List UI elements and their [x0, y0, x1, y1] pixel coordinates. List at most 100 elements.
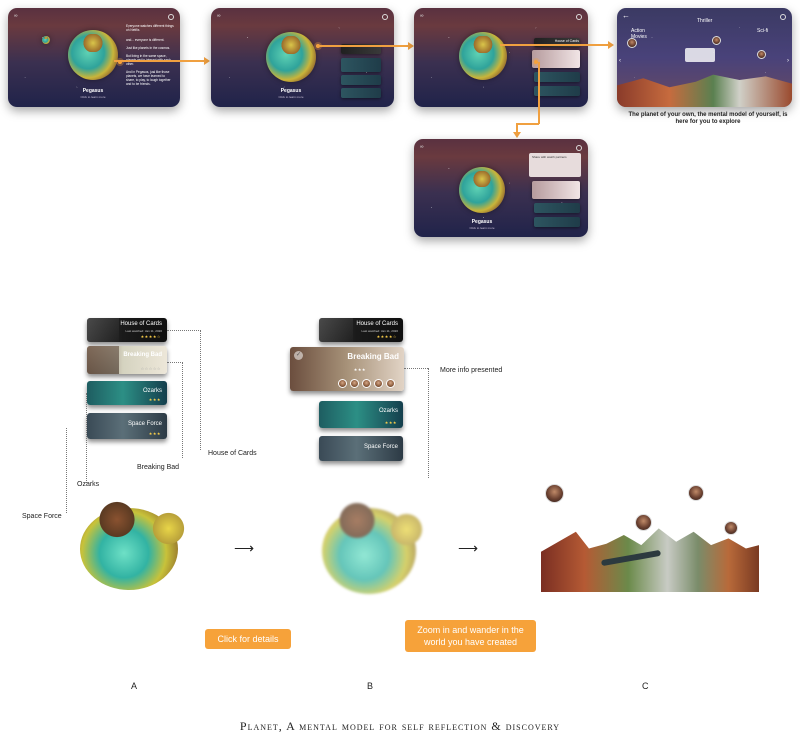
hotspot-dot[interactable] [534, 60, 538, 64]
planet-illustration-b[interactable] [322, 501, 426, 594]
flow-screen-2[interactable]: ∞ Pegasus Click to learn more [211, 8, 394, 107]
chevron-right-icon[interactable]: › [787, 58, 789, 64]
card-breaking-bad-expanded[interactable]: ✓ Breaking Bad ★★★ [290, 347, 404, 391]
avatar[interactable] [545, 484, 564, 503]
arrow-head [408, 42, 414, 50]
card-title: House of Cards [554, 39, 580, 43]
landscape [617, 74, 792, 107]
flow-screen-4[interactable]: ← Action Movies Thriller Sci-fi ‹ › [617, 8, 792, 107]
show-card-ozarks[interactable] [534, 72, 580, 82]
rating-stars: ★★★ [353, 367, 366, 372]
connector [200, 330, 201, 450]
settings-icon[interactable] [576, 14, 582, 20]
planet[interactable] [68, 30, 118, 80]
share-panel-title: Share with watch partners [532, 155, 567, 159]
show-thumbnail [87, 346, 119, 374]
genre-label-thriller: Thriller [697, 18, 713, 24]
friend-avatar[interactable] [362, 379, 371, 388]
settings-icon[interactable] [382, 14, 388, 20]
genre-label-action: Action Movies [631, 28, 647, 40]
card-ozarks-b[interactable]: Ozarks ★★★ [319, 401, 403, 428]
friend-avatar[interactable] [374, 379, 383, 388]
section-letter-a: A [131, 681, 138, 691]
avatar[interactable] [627, 38, 637, 48]
show-card-space-force[interactable] [534, 217, 580, 227]
show-thumbnail [87, 318, 119, 342]
arrow-head [513, 132, 521, 138]
rating-stars: ★★★ [148, 397, 161, 402]
section-letter-c: C [642, 681, 649, 691]
show-card-space-force[interactable] [341, 88, 381, 98]
avatar[interactable] [712, 36, 721, 45]
card-title: Space Force [363, 444, 398, 450]
card-house-of-cards-b[interactable]: House of Cards Last watched: Jan 11, 202… [319, 318, 403, 342]
card-subtitle: Last watched: Jan 11, 2020 [361, 329, 398, 333]
click-for-details-button[interactable]: Click for details [205, 629, 291, 649]
settings-icon[interactable] [576, 145, 582, 151]
flow-arrow [538, 62, 540, 124]
planet[interactable] [459, 167, 505, 213]
share-panel[interactable]: Share with watch partners [529, 153, 581, 177]
section-letter-b: B [367, 681, 374, 691]
flow-arrow [516, 123, 518, 133]
avatar[interactable] [688, 485, 704, 501]
binoculars-icon: ∞ [217, 13, 221, 19]
planet-illustration-a[interactable] [80, 501, 188, 590]
card-space-force-b[interactable]: Space Force [319, 436, 403, 461]
planet-subtitle: Click to learn more [469, 226, 495, 230]
flow-screen-5[interactable]: ∞ Pegasus Click to learn more Share with… [414, 139, 588, 237]
avatar[interactable] [724, 521, 738, 535]
card-title: House of Cards [356, 321, 398, 327]
flow-screen-3[interactable]: ∞ House of Cards [414, 8, 588, 107]
planet-name: Pegasus [471, 219, 493, 225]
card-title: Breaking Bad [123, 352, 162, 358]
show-card-house-of-cards[interactable]: House of Cards [534, 38, 580, 47]
show-card-breaking-bad[interactable] [532, 181, 580, 199]
rating-stars: ★★★★☆ [376, 334, 397, 339]
friend-avatar[interactable] [350, 379, 359, 388]
show-card-house-of-cards[interactable] [341, 44, 381, 54]
card-space-force-a[interactable]: Space Force ★★★ [87, 413, 167, 439]
show-card-breaking-bad[interactable] [532, 50, 580, 68]
back-arrow-icon[interactable]: ← [622, 11, 630, 20]
card-house-of-cards-a[interactable]: House of Cards Last watched: Jan 11, 202… [87, 318, 167, 342]
flow-arrow [500, 44, 610, 46]
card-ozarks-a[interactable]: Ozarks ★★★ [87, 381, 167, 405]
show-card-ozarks[interactable] [534, 203, 580, 213]
check-icon[interactable]: ✓ [294, 351, 303, 360]
story-text-2: and... everyone is different. [126, 38, 165, 42]
info-popup [685, 48, 715, 62]
arrow-a-to-b: ⟶ [234, 540, 255, 556]
show-card-ozarks[interactable] [341, 75, 381, 85]
show-thumbnail [319, 318, 353, 342]
annotation-breaking-bad: Breaking Bad [137, 464, 180, 471]
card-title: House of Cards [120, 321, 162, 327]
connector [66, 428, 67, 513]
card-breaking-bad-a[interactable]: Breaking Bad ☆☆☆☆☆ [87, 346, 167, 374]
card-title: Ozarks [142, 388, 162, 394]
show-card-space-force[interactable] [534, 86, 580, 96]
planet[interactable] [266, 32, 316, 82]
planet[interactable] [459, 32, 507, 80]
chevron-left-icon[interactable]: ‹ [619, 58, 621, 64]
flow-arrow [516, 123, 539, 125]
small-planet [42, 36, 50, 44]
friend-avatar[interactable] [386, 379, 395, 388]
arrow-b-to-c: ⟶ [458, 540, 479, 556]
planet-name: Pegasus [82, 88, 104, 94]
screen4-caption: The planet of your own, the mental model… [628, 112, 788, 125]
zoom-in-button[interactable]: Zoom in and wander in the world you have… [405, 620, 536, 652]
arrow-head [608, 41, 614, 49]
show-card-breaking-bad[interactable] [341, 58, 381, 72]
flow-arrow [114, 60, 206, 62]
hotspot-dot[interactable] [118, 60, 122, 64]
binoculars-icon: ∞ [420, 13, 424, 19]
story-text-5: And in Pegasus, just like those planets,… [126, 70, 171, 86]
settings-icon[interactable] [168, 14, 174, 20]
settings-icon[interactable] [780, 14, 786, 20]
avatar[interactable] [757, 50, 766, 59]
avatar[interactable] [635, 514, 652, 531]
planet-landscape[interactable] [541, 525, 759, 592]
friend-avatar[interactable] [338, 379, 347, 388]
flow-screen-1[interactable]: ∞ Pegasus Click to learn more Everyone w… [8, 8, 180, 107]
